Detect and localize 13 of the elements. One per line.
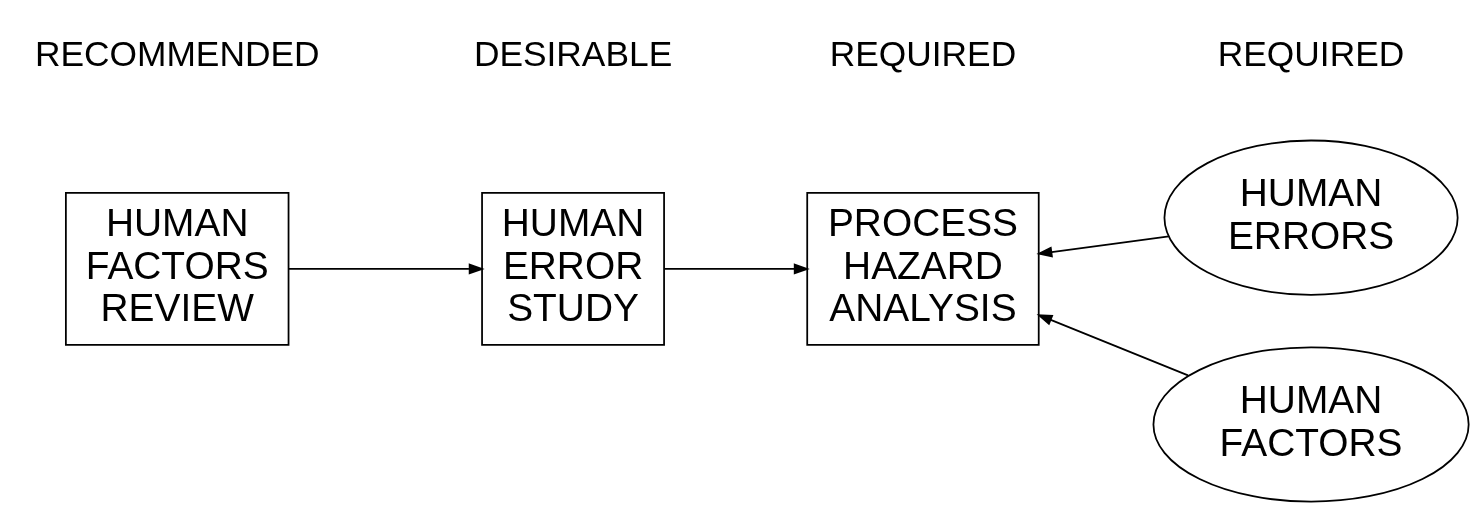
node-ellipse: HUMAN FACTORS — [1152, 346, 1470, 503]
label: DESIRABLE — [473, 33, 673, 73]
arrow — [1036, 235, 1170, 258]
arrow — [1036, 314, 1189, 377]
label: RECOMMENDED — [34, 33, 320, 73]
node-box: HUMAN ERROR STUDY — [481, 192, 665, 346]
label: REQUIRED — [1217, 33, 1405, 73]
arrow — [287, 263, 485, 275]
node-box: PROCESS HAZARD ANALYSIS — [806, 192, 1040, 346]
node-ellipse: HUMAN ERRORS — [1163, 139, 1459, 296]
label: REQUIRED — [829, 33, 1017, 73]
arrow — [663, 263, 810, 275]
node-box: HUMAN FACTORS REVIEW — [65, 192, 290, 346]
